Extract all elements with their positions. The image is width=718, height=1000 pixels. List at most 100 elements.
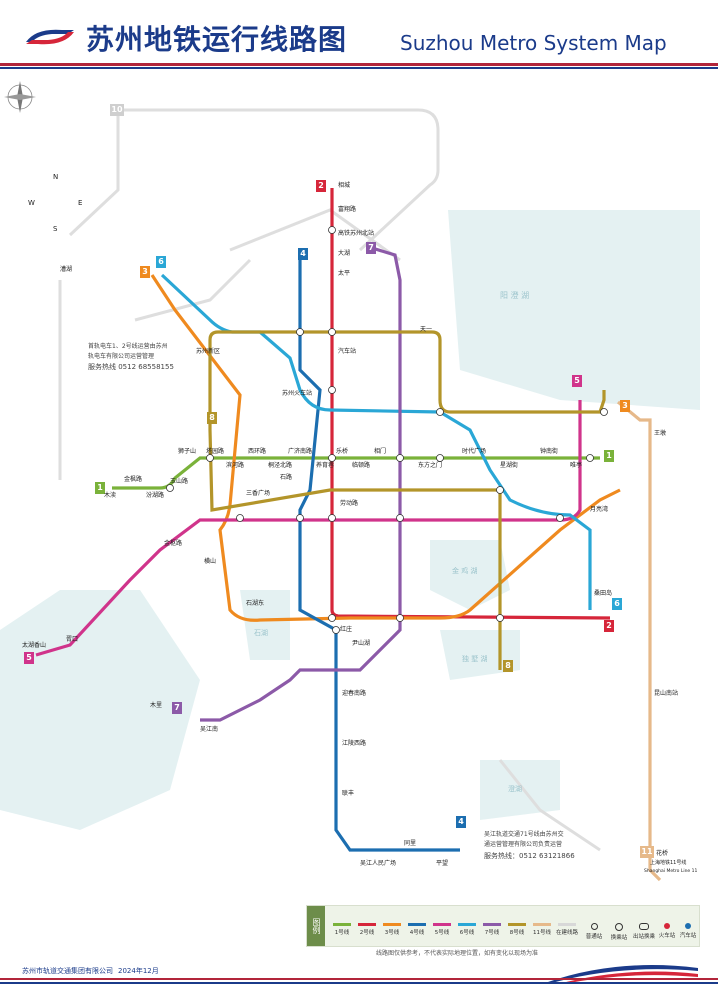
station-jinshu[interactable]: 金枢路 [164,540,183,547]
compass-s: S [53,225,58,233]
line-6-badge-north[interactable]: 6 [156,256,166,268]
station-dongfangzhimen[interactable]: 东方之门 [418,462,443,469]
station-tianyi[interactable]: 天一 [420,326,433,333]
line-2-badge-north[interactable]: 2 [316,180,326,192]
legend-item-construction: 在建线路 [552,911,582,936]
line-4-badge-north[interactable]: 4 [298,248,308,260]
station-pingwang[interactable]: 平望 [436,860,449,867]
line-2-badge-east[interactable]: 2 [604,620,614,632]
station-yangyu[interactable]: 养育巷 [316,462,335,469]
line-7-badge-south[interactable]: 7 [172,702,182,714]
station-guangji[interactable]: 广济南路 [288,448,313,455]
footer-divider-red [0,978,718,980]
station-shihudong[interactable]: 石湖东 [246,600,265,607]
line-3-badge-east[interactable]: 3 [620,400,630,412]
compass-icon [4,81,36,113]
line-10-badge[interactable]: 10 [110,104,124,116]
line-11-route [616,400,662,882]
line-2-route [330,188,611,620]
station-wangdun[interactable]: 王墩 [654,430,667,437]
station-gaotie[interactable]: 高铁苏州北站 [338,230,375,237]
station-shidai[interactable]: 时代广场 [462,448,487,455]
station-laodong[interactable]: 劳动路 [340,500,359,507]
station-tayuan[interactable]: 塔园路 [206,448,225,455]
station-kunshan-south[interactable]: 昆山南站 [654,690,679,697]
station-wujiang-square[interactable]: 吴江人民广场 [360,860,397,867]
line-5-badge-east[interactable]: 5 [572,375,582,387]
station-leqiao[interactable]: 乐桥 [336,448,349,455]
metro-logo-icon [26,29,74,45]
construction-lines [58,108,601,852]
line-11-badge[interactable]: 11 [640,846,654,858]
line-3-route [150,274,621,622]
station-tongjing[interactable]: 桐泾北路 [268,462,293,469]
station-fenhu[interactable]: 汾湖路 [146,492,165,499]
station-lianfeng[interactable]: 联丰 [342,790,355,797]
station-yinshanhu[interactable]: 尹山湖 [352,640,371,647]
shanghai-line11-label-en: Shanghai Metro Line 11 [644,869,698,874]
station-xinghu[interactable]: 星湖街 [500,462,519,469]
station-jiangling[interactable]: 江陵西路 [342,740,367,747]
station-sanxiang[interactable]: 三香广场 [246,490,271,497]
station-caohu[interactable]: 漕湖 [60,266,73,273]
station-xiangcheng[interactable]: 相城 [338,182,351,189]
legend-item-interchange: 换乘站 [604,911,634,941]
lake-chenghu: 澄湖 [508,785,522,793]
tram-note-line1: 首轨电车1、2号线运营由苏州 [88,343,168,350]
station-sangtiandao[interactable]: 桑田岛 [594,590,613,597]
lake-shihu: 石湖 [254,629,268,637]
station-mudu-south[interactable]: 木里 [150,702,163,709]
disclaimer: 线路图仅供参考，不代表实际地理位置，如有变化以现场为准 [376,950,539,957]
line-8-badge-north[interactable]: 8 [207,412,217,424]
station-shilu[interactable]: 石路 [280,474,293,481]
line-1-badge-east[interactable]: 1 [604,450,614,462]
station-hengshan[interactable]: 横山 [204,558,217,565]
station-tongli[interactable]: 同里 [404,840,417,847]
lake-jinji: 金 鸡 湖 [452,567,478,575]
station-shizishan[interactable]: 狮子山 [178,448,197,455]
compass-n: N [53,173,59,181]
line-4-badge-south[interactable]: 4 [456,816,466,828]
railway-icon [664,923,670,929]
station-suzhou-xinqu[interactable]: 苏州新区 [196,348,221,355]
footer-date: 2024年12月 [118,967,159,975]
station-lindun[interactable]: 临顿路 [352,462,371,469]
station-yushan[interactable]: 玉山路 [170,478,189,485]
line-7-badge-north[interactable]: 7 [366,242,376,254]
station-jinfeng[interactable]: 金枫路 [124,476,143,483]
station-xukou[interactable]: 胥口 [66,636,79,643]
tram-note-line2: 轨电车有限公司运营管理 [88,353,155,360]
legend-item-bus: 汽车站 [673,911,703,939]
station-zhongnan[interactable]: 钟南街 [540,448,559,455]
legend-item-line8: 8号线 [502,911,532,936]
page-title-en: Suzhou Metro System Map [400,31,667,55]
station-xiangmen[interactable]: 相门 [374,448,387,455]
station-taiping[interactable]: 太平 [338,270,351,277]
legend-item-line4: 4号线 [402,911,432,936]
station-huaqiao[interactable]: 花桥 [656,850,669,857]
station-wujiangnan[interactable]: 吴江南 [200,726,219,733]
station-binhe[interactable]: 滨河路 [226,462,245,469]
line-1-badge-west[interactable]: 1 [95,482,105,494]
line-7-route [200,246,402,722]
station-hongzhuang[interactable]: 红庄 [340,626,353,633]
station-yingchun[interactable]: 迎春南路 [342,690,367,697]
station-mudu[interactable]: 木渎 [104,492,117,499]
line-6-badge-south[interactable]: 6 [612,598,622,610]
station-weiting[interactable]: 唯亭 [570,462,583,469]
station-taihuxiangshan[interactable]: 太湖香山 [22,642,47,649]
station-suzhou-railway[interactable]: 苏州火车站 [282,390,313,397]
wujiang-note-line2: 通运营管理有限公司负责运营 [484,841,563,848]
line-3-badge-north[interactable]: 3 [140,266,150,278]
station-qichezhan[interactable]: 汽车站 [338,348,357,355]
line-8-badge-south[interactable]: 8 [503,660,513,672]
header-divider-blue [0,67,718,69]
station-xihuan[interactable]: 西环路 [248,448,267,455]
header: 苏州地铁运行线路图 Suzhou Metro System Map [0,0,718,69]
metro-map[interactable]: N S E W 1 1 2 2 3 3 4 4 5 5 6 6 7 7 8 8 … [0,70,718,940]
station-fuxiang[interactable]: 富翔路 [338,206,357,213]
station-dahu[interactable]: 大湖 [338,250,351,257]
legend-item-line6: 6号线 [452,911,482,936]
station-yueliangwan[interactable]: 月亮湾 [590,506,609,513]
line-5-badge-west[interactable]: 5 [24,652,34,664]
